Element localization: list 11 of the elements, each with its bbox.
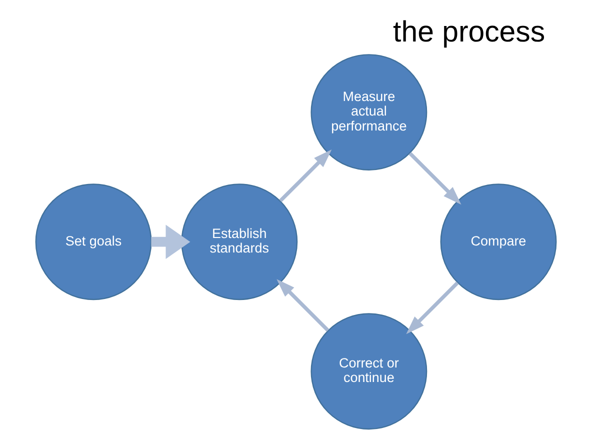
node-circle: Measure actual performance — [310, 54, 428, 171]
arrow — [408, 152, 462, 205]
arrow — [276, 279, 330, 332]
node-circle: Set goals — [35, 184, 152, 300]
node-circle: Correct or continue — [310, 313, 428, 430]
node-circle: Establish standards — [181, 184, 298, 300]
arrow — [406, 282, 459, 334]
arrow — [279, 150, 332, 202]
node-circle: Compare — [440, 184, 557, 300]
arrow — [151, 224, 190, 259]
diagram-title: the process — [393, 15, 546, 48]
